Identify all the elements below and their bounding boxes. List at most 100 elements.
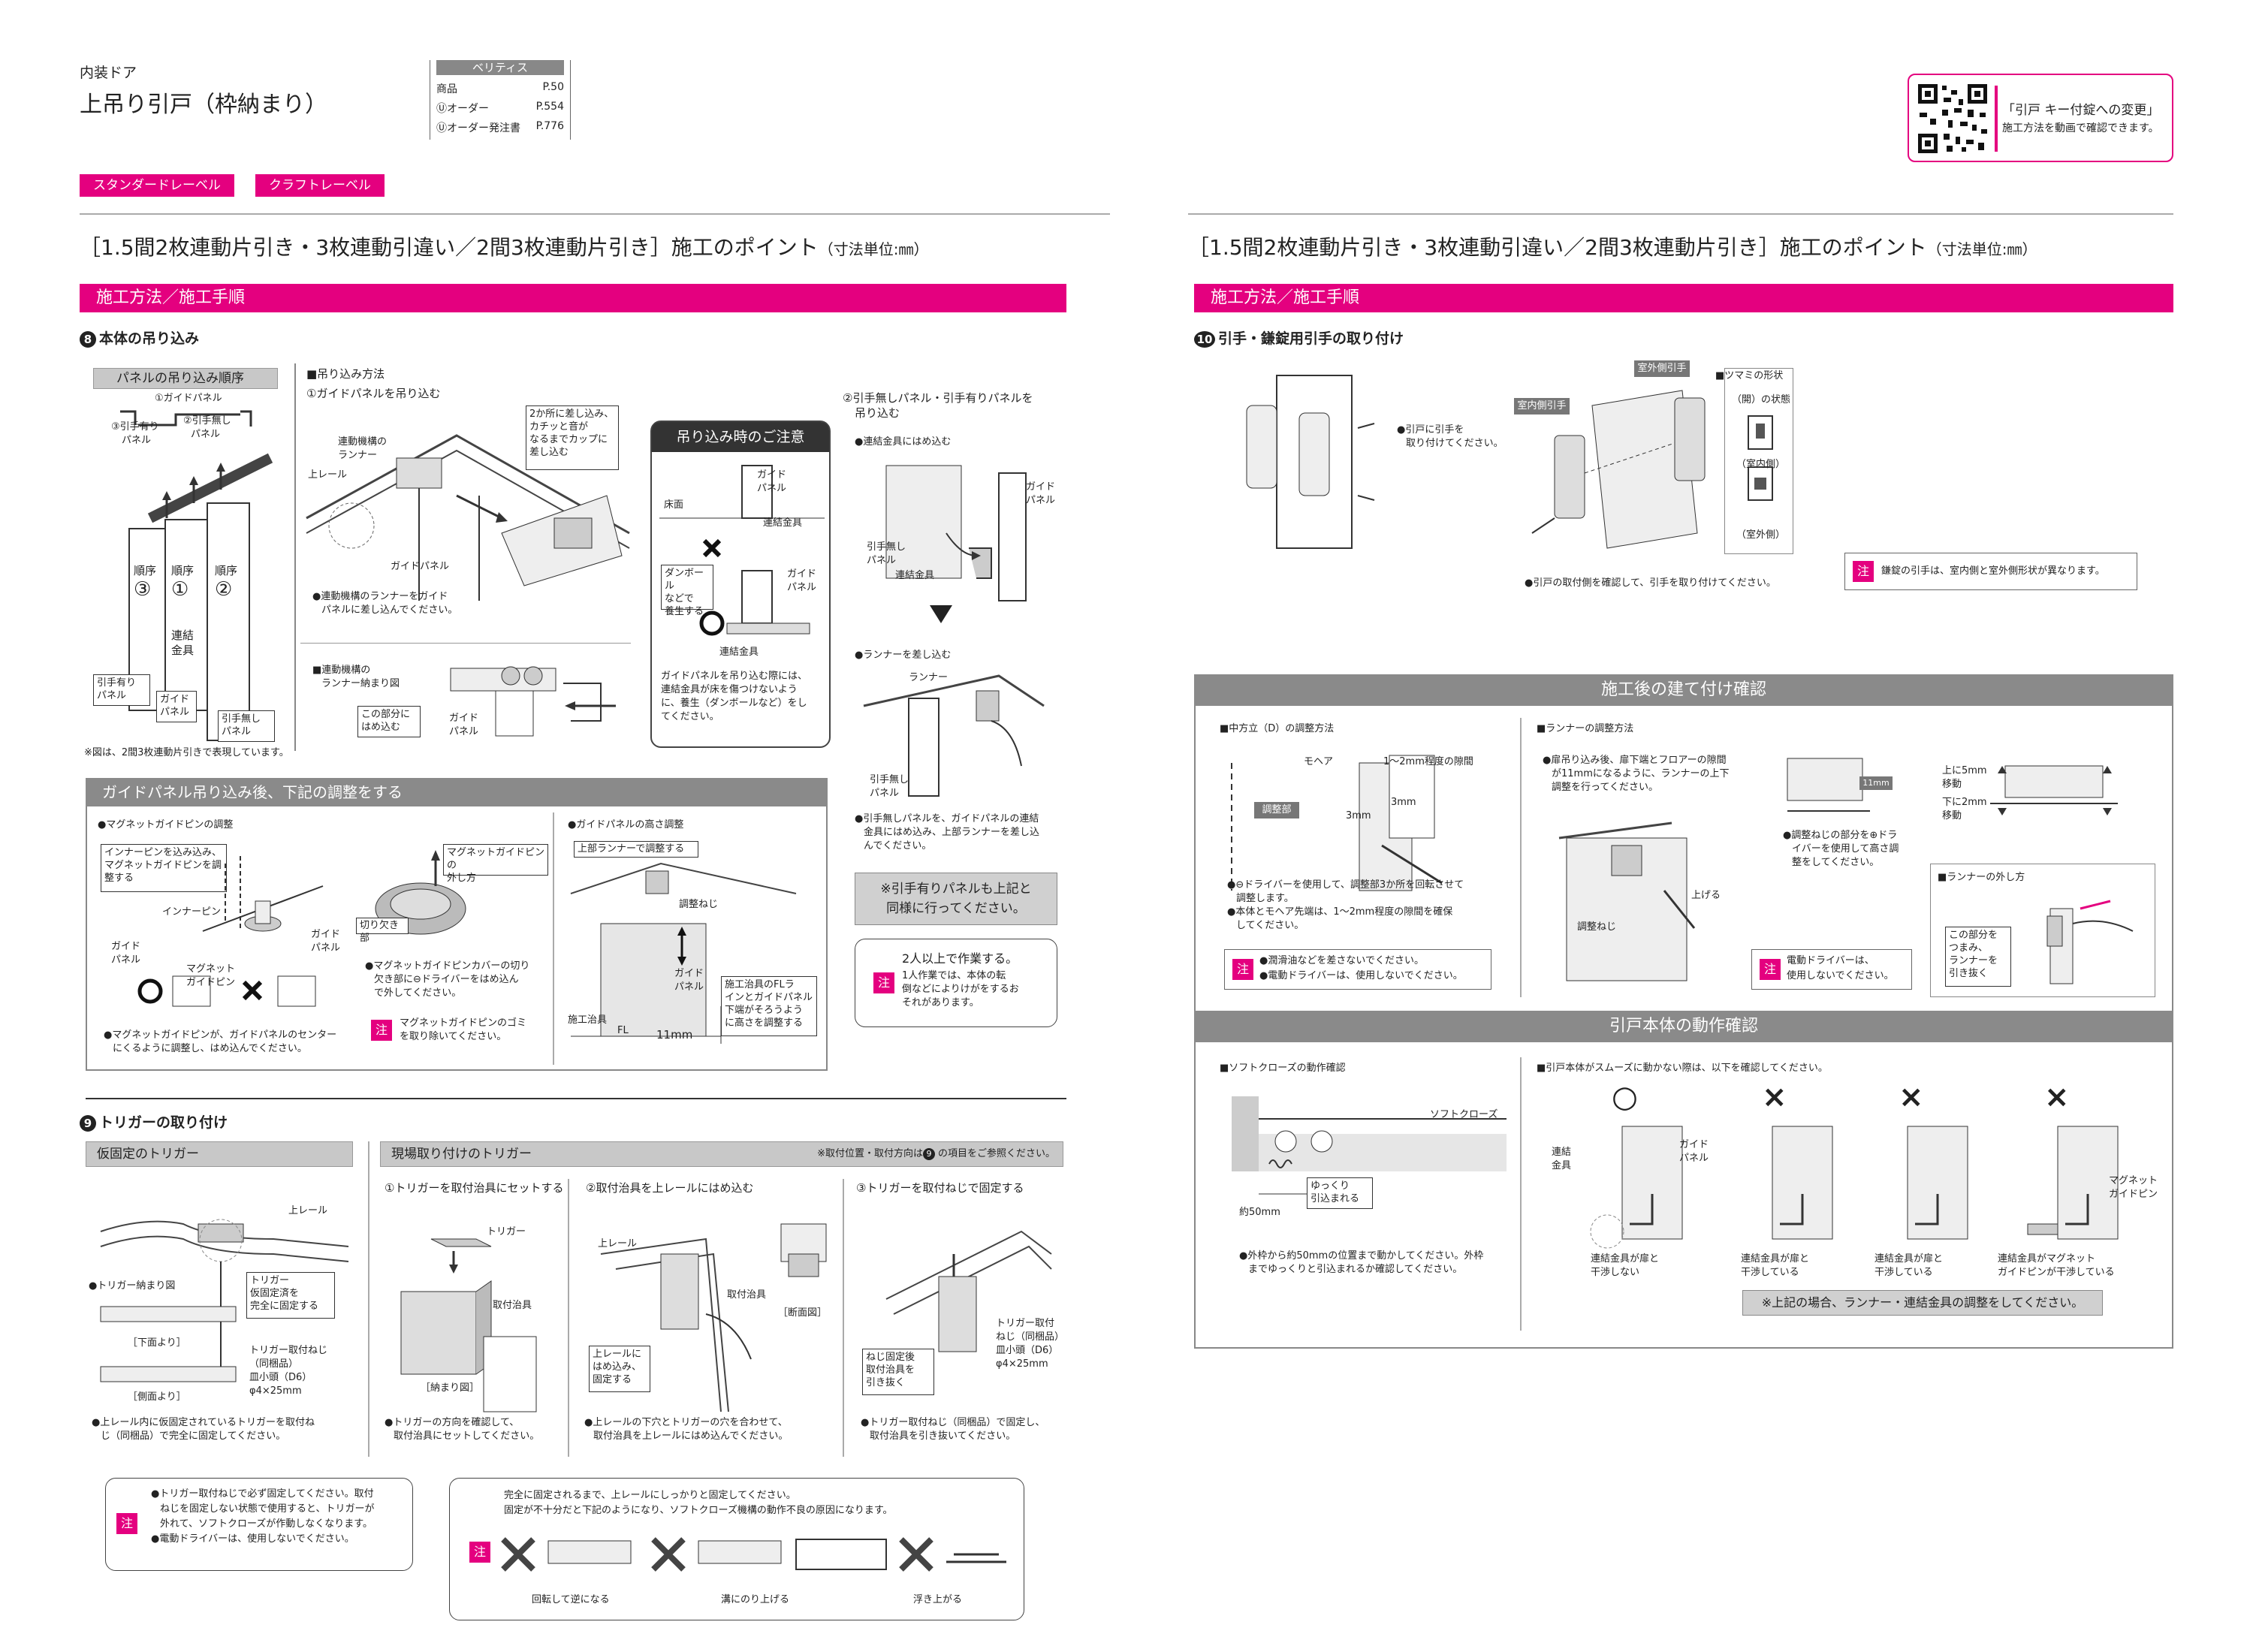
warning-text: ●トリガー取付ねじで必ず固定してください。取付 (151, 1488, 374, 1500)
sub-title: ■ソフトクローズの動作確認 (1220, 1063, 1346, 1074)
ref-row-page[interactable]: P.50 (542, 81, 564, 93)
diagram-label: パネル (111, 954, 141, 966)
diagram-label: パネル (870, 788, 900, 799)
section-title: ［1.5間2枚連動片引き・3枚連動引違い／2間3枚連動片引き］施工のポイント（寸… (80, 231, 929, 261)
callout-text: 養生する (665, 606, 704, 617)
fix-screw-illustration (885, 1230, 1052, 1352)
unit-note: （寸法単位:㎜） (818, 240, 929, 258)
diagram-label: ガイド (111, 941, 141, 952)
callout-text: 整する (104, 873, 134, 884)
diagram-label: 移動 (1942, 779, 1962, 790)
ref-row-page[interactable]: P.554 (535, 101, 564, 113)
diagram-label: 引手無し (870, 774, 909, 785)
callout: 引手無しパネル (218, 710, 275, 742)
tag-standard-label[interactable]: スタンダードレーベル (80, 174, 234, 197)
soft-close-illustration (1232, 1096, 1507, 1195)
callout: インナーピンを込み込み、マグネットガイドピンを調整する (101, 844, 227, 892)
sub-title: ■ランナーの外し方 (1938, 872, 2025, 883)
dimension-label: 約50mm (1239, 1207, 1280, 1218)
diagram-label: 連結金具 (719, 647, 759, 658)
callout: トリガー仮固定済を完全に固定する (246, 1272, 335, 1319)
adjust-bar: ガイドパネル吊り込み後、下記の調整をする (86, 778, 828, 806)
gray-note-text: 同様に行ってください。 (886, 901, 1026, 916)
diagram-label: 床面 (664, 499, 684, 511)
runner-remove-illustration (2046, 900, 2134, 984)
warning-text: 鎌錠の引手は、室内側と室外側形状が異なります。 (1881, 565, 2105, 577)
divider (1520, 1057, 1522, 1331)
adjust-part-tag: 調整部 (1254, 802, 1299, 818)
note-mark-icon: 注 (371, 1020, 392, 1041)
diagram-label: 上レール (598, 1238, 638, 1250)
warning-text: 固定が不十分だと下記のようになり、ソフトクローズ機構の動作不良の原因になります。 (504, 1505, 893, 1516)
video-link-box[interactable]: 「引戸 キー付錠への変更」 施工方法を動画で確認できます。 (1908, 74, 2173, 162)
diagram-label: 移動 (1942, 810, 1962, 821)
callout-text: 引込まれる (1310, 1193, 1360, 1204)
diagram-label: パネル (1679, 1153, 1709, 1164)
arrow-down-icon (930, 605, 952, 623)
dimension-label: 11mm (656, 1028, 693, 1042)
warning-text: ●潤滑油などを差さないでください。 (1259, 955, 1424, 966)
diagram-label: パネル (674, 981, 704, 993)
note-text: ●上レールの下穴とトリガーの穴を合わせて、 (584, 1417, 788, 1428)
divider (843, 1179, 844, 1457)
knob-shape-box (1724, 368, 1793, 554)
ng-mark-icon: × (1762, 1080, 1787, 1114)
divider (300, 643, 631, 644)
tag-craft-label[interactable]: クラフトレーベル (255, 174, 385, 197)
callout: 切り欠き部 (356, 918, 409, 944)
callout-text: 下端がそろうよう (725, 1005, 804, 1016)
callout-text: インナーピンを込み込み、 (104, 847, 222, 858)
diagram-label: 溝にのり上げる (721, 1594, 790, 1605)
dimension-label: 3mm (1391, 797, 1416, 808)
note-text: で外してください。 (374, 987, 462, 999)
order-item: パネル (122, 435, 152, 446)
callout-text: に高さを調整する (725, 1017, 804, 1029)
step10-title: 引手・鎌錠用引手の取り付け (1218, 330, 1404, 347)
runner-install-illustration (306, 434, 630, 601)
panel-label: 順序 (215, 564, 238, 577)
note-text: ●マグネットガイドピンが、ガイドパネルのセンター (104, 1029, 337, 1041)
diagram-label: 上げる (1691, 890, 1721, 901)
diagram-label: ガイド (787, 568, 817, 580)
diagram-label: 金具 (1552, 1160, 1572, 1171)
order-label: パネルの吊り込み順序 (93, 368, 278, 389)
callout-text: ダンボール (665, 568, 704, 592)
panel-label: 金具 (171, 644, 195, 657)
diagram-label: 取付治具 (493, 1300, 532, 1311)
runner-adjust-illustration (1558, 821, 1696, 981)
diagram-label: 回転して逆になる (532, 1594, 610, 1605)
warning-text: ねじを固定しない状態で使用すると、トリガーが (160, 1503, 375, 1515)
diagram-label: 皿小頭（D6） (249, 1372, 312, 1383)
knob-icon (1748, 415, 1773, 501)
note-mark-icon: 注 (116, 1513, 137, 1534)
video-title: 「引戸 キー付錠への変更」 (2002, 103, 2160, 118)
note-text: ●外枠から約50mmの位置まで動かしてください。外枠 (1239, 1250, 1484, 1262)
diagram-label: 調整ねじ (1577, 921, 1617, 933)
note-text: 欠き部に⊖ドライバーをはめ込ん (374, 974, 519, 985)
note-text: ●扉吊り込み後、扉下端とフロアーの隙間 (1543, 755, 1727, 766)
callout-text: 差し込む (529, 447, 569, 458)
note-text: ●⊖ドライバーを使用して、調整部3か所を回転させて (1227, 879, 1464, 891)
temp-trigger-label: 仮固定のトリガー (86, 1141, 353, 1167)
ok-mark-icon: ○ (1612, 1080, 1638, 1114)
video-accent-bar (1995, 86, 1998, 152)
divider (568, 1179, 569, 1457)
ref-row-name: Ⓤオーダー (436, 103, 489, 115)
ref-row-page[interactable]: P.776 (535, 120, 564, 132)
fix-warning-box: 完全に固定されるまで、上レールにしっかりと固定してください。 固定が不十分だと下… (449, 1478, 1024, 1620)
callout: 施工治具のFLラインとガイドパネル下端がそろうように高さを調整する (721, 976, 817, 1036)
dimension-label: 3mm (1346, 810, 1371, 821)
callout: この部分をつまみ、ランナーを引き抜く (1945, 927, 2011, 987)
motion-check-bar: 引戸本体の動作確認 (1194, 1011, 2173, 1042)
runner-remove-box (1930, 864, 2155, 997)
caption: 干渉している (1741, 1267, 1799, 1278)
callout: マグネットガイドピンの外し方 (443, 844, 548, 884)
diagram-label: 上レール (288, 1205, 328, 1216)
note-text: 取り付けてください。 (1406, 438, 1504, 449)
panel-label: 順序 (134, 564, 157, 577)
up-down-diagram (1990, 765, 2118, 815)
